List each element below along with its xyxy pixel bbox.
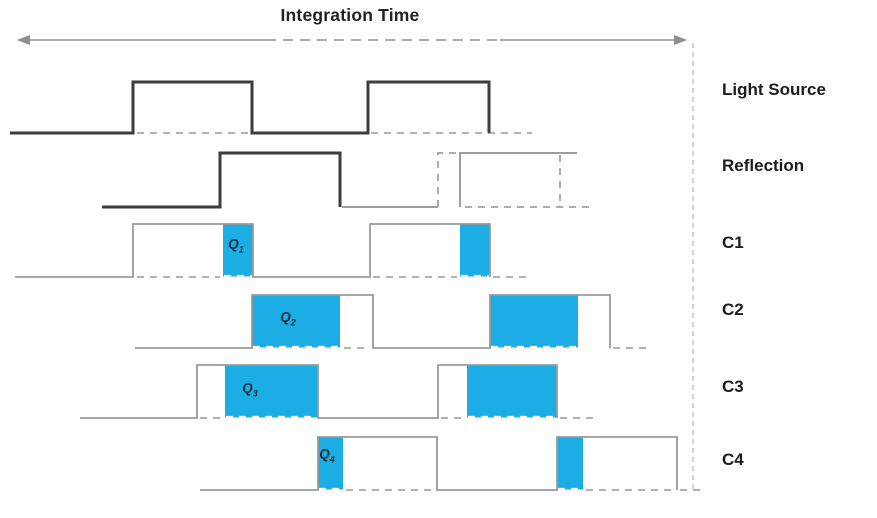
integration-time-title: Integration Time bbox=[280, 5, 420, 25]
charge-region-q2 bbox=[252, 295, 340, 348]
charge-label-q3: Q3 bbox=[242, 380, 258, 399]
row-label-c3: C3 bbox=[722, 377, 744, 396]
row-label-c2: C2 bbox=[722, 300, 744, 319]
reflection-waveform bbox=[102, 151, 592, 209]
arrowhead-left-icon bbox=[17, 35, 30, 45]
integration-time-arrow bbox=[17, 35, 687, 45]
c2-waveform bbox=[135, 294, 646, 349]
charge-region-q1b bbox=[460, 224, 490, 277]
row-label-c1: C1 bbox=[722, 233, 744, 252]
row-label-c4: C4 bbox=[722, 450, 744, 469]
light-source-waveform bbox=[10, 80, 532, 135]
charge-region-q3b bbox=[467, 365, 557, 418]
row-label-light-source: Light Source bbox=[722, 80, 826, 99]
charge-region-q1 bbox=[223, 224, 253, 277]
c4-waveform bbox=[200, 436, 700, 491]
arrowhead-right-icon bbox=[674, 35, 687, 45]
charge-region-q4 bbox=[318, 437, 343, 490]
charge-label-q4: Q4 bbox=[319, 446, 335, 465]
charge-region-q2b bbox=[490, 295, 578, 348]
charge-label-q2: Q2 bbox=[280, 309, 296, 328]
charge-region-q4b bbox=[557, 437, 583, 490]
c1-waveform bbox=[15, 223, 532, 278]
charge-label-q1: Q1 bbox=[228, 236, 244, 255]
charge-region-q3 bbox=[225, 365, 318, 418]
c3-waveform bbox=[80, 364, 594, 419]
row-label-reflection: Reflection bbox=[722, 156, 805, 175]
